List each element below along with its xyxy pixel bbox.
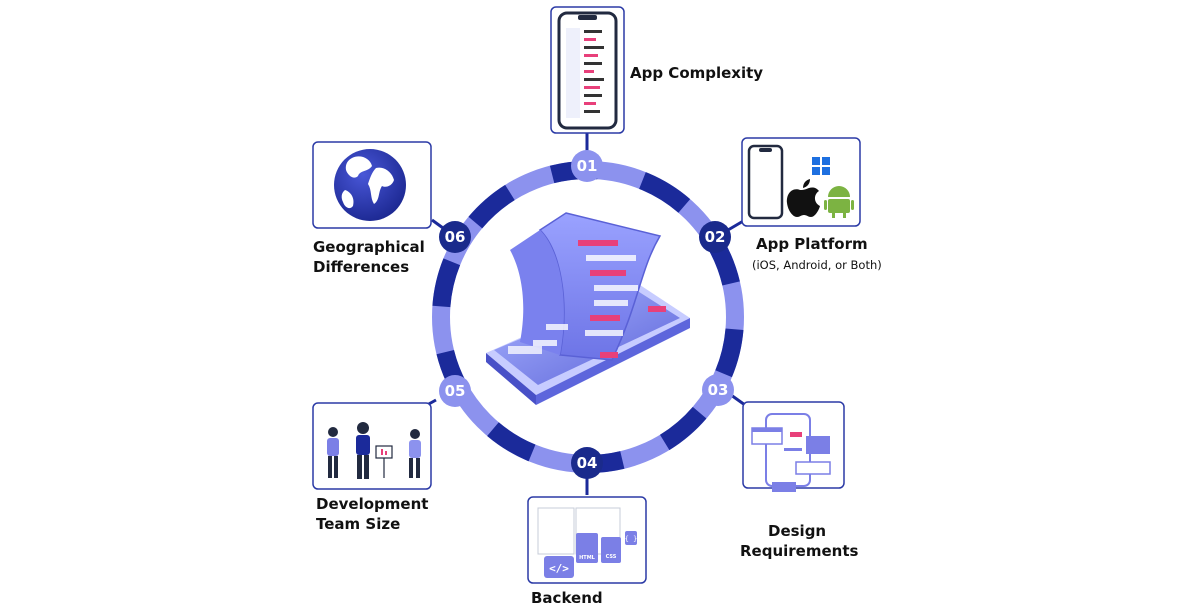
windows-icon (812, 157, 830, 175)
label-team-line1: Development (316, 495, 429, 513)
code-files-icon: </> HTML CSS { } (537, 507, 638, 578)
globe-icon (334, 149, 406, 221)
label-design-line1: Design (768, 522, 827, 540)
card-04-backend: </> HTML CSS { } (527, 496, 647, 584)
label-geo-line1: Geographical (313, 238, 425, 256)
label-team-line2: Team Size (316, 515, 401, 533)
badge-04-text: 04 (577, 454, 598, 472)
label-app-platform: App Platform (756, 235, 868, 253)
badge-06-text: 06 (445, 228, 466, 246)
phone-outline-icon (747, 144, 784, 220)
badge-03-text: 03 (708, 381, 729, 399)
card-01-app-complexity (550, 6, 625, 134)
label-backend: Backend (531, 589, 603, 607)
badge-02-text: 02 (705, 228, 726, 246)
android-icon (824, 186, 854, 218)
label-design-line2: Requirements (740, 542, 859, 560)
css-file-label: CSS (606, 554, 617, 560)
html-file-label: HTML (579, 555, 596, 561)
badge-05-text: 05 (445, 382, 466, 400)
card-03-design (742, 401, 845, 492)
sheet-rows (508, 240, 666, 358)
badge-02: 02 (699, 221, 731, 253)
label-app-complexity: App Complexity (630, 64, 764, 82)
design-wireframe-icon (751, 413, 831, 492)
card-06-globe (312, 141, 432, 229)
connector-06 (431, 218, 444, 230)
braces-label: { } (625, 535, 638, 543)
badge-04: 04 (571, 447, 603, 479)
badge-06: 06 (439, 221, 471, 253)
badges: 01 02 03 04 05 06 (439, 150, 734, 479)
center-illustration (486, 212, 690, 405)
card-02-app-platform (741, 137, 861, 227)
code-tag-text: </> (549, 562, 569, 575)
label-app-platform-subtitle: (iOS, Android, or Both) (752, 258, 882, 272)
team-people-icon (327, 422, 421, 479)
phone-app-icon (557, 11, 618, 130)
apple-icon (786, 179, 820, 217)
card-05-team (312, 402, 432, 490)
badge-05: 05 (439, 375, 471, 407)
badge-01-text: 01 (577, 157, 598, 175)
badge-01: 01 (571, 150, 603, 182)
label-geo-line2: Differences (313, 258, 410, 276)
badge-03: 03 (702, 374, 734, 406)
connector-03 (730, 393, 746, 407)
